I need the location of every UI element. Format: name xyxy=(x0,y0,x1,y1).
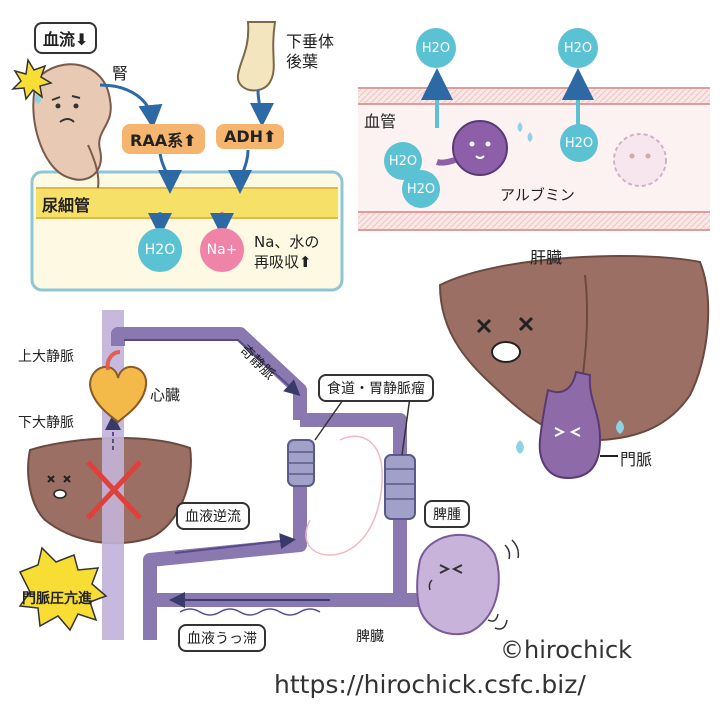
tubule-sodium-bubble: Na+ xyxy=(200,228,244,272)
blood-flow-label: 血流 xyxy=(43,30,76,49)
splenomegaly-label: 脾腫 xyxy=(424,500,470,528)
alert-starburst xyxy=(11,57,53,101)
varix-left xyxy=(287,439,315,487)
reabsorb-label-line2-text: 再吸収 xyxy=(254,253,300,271)
varix-right xyxy=(384,454,416,520)
water-bubble-bound-2-label: H2O xyxy=(406,181,436,197)
reabsorb-label-line1: Na、水の xyxy=(254,233,320,251)
stomach-outline xyxy=(305,435,383,556)
vessel-label: 血管 xyxy=(364,112,397,131)
water-bubble-leaking: H2O xyxy=(560,124,598,162)
spleen-shape xyxy=(416,533,500,636)
reabsorb-up-arrow: ⬆ xyxy=(299,253,312,271)
heart-shape xyxy=(88,365,148,424)
albumin-label: アルブミン xyxy=(500,186,575,204)
water-bubble-escaped-1: H2O xyxy=(416,28,456,68)
raa-label: RAA系 xyxy=(130,131,184,150)
water-bubble-escaped-1-label: H2O xyxy=(421,40,451,56)
water-bubble-leaking-label: H2O xyxy=(564,135,594,151)
tubule-water-label: H2O xyxy=(144,242,176,258)
liver-panel-art xyxy=(438,254,710,480)
pituitary-label-line1: 下垂体 xyxy=(286,32,335,51)
ivc-label: 下大静脈 xyxy=(18,415,74,431)
backflow-label: 血液逆流 xyxy=(176,502,250,530)
blood-flow-box: 血流⬇ xyxy=(34,22,98,54)
portal-vein-shape xyxy=(538,370,602,480)
raa-system-pill: RAA系⬆ xyxy=(122,124,205,154)
blocked-x-mark xyxy=(86,460,142,520)
liver-label: 肝臓 xyxy=(530,248,563,267)
portal-vein-label: 門脈 xyxy=(620,450,653,469)
varices-label: 食道・胃静脈瘤 xyxy=(318,374,434,402)
water-bubble-bound-1-label: H2O xyxy=(388,153,418,169)
albumin-molecule xyxy=(452,120,508,176)
tubule-band xyxy=(36,188,338,218)
tubule-water-bubble: H2O xyxy=(138,228,182,272)
pituitary-shape xyxy=(236,21,277,92)
spleen-label: 脾臓 xyxy=(356,629,384,645)
tubule-label: 尿細管 xyxy=(42,196,91,215)
svc-label: 上大静脈 xyxy=(18,349,74,365)
raa-up-arrow: ⬆ xyxy=(183,131,197,150)
adh-pill: ADH⬆ xyxy=(216,124,285,149)
albumin-ghost xyxy=(613,133,667,187)
pituitary-label-line2: 後葉 xyxy=(286,52,319,71)
portal-htn-label: 門脈圧亢進 xyxy=(22,591,92,607)
pituitary-label: 下垂体 後葉 xyxy=(286,32,334,72)
water-bubble-escaped-2-label: H2O xyxy=(563,40,593,56)
reabsorb-label: Na、水の 再吸収⬆ xyxy=(254,232,319,272)
adh-up-arrow: ⬆ xyxy=(263,127,277,146)
azygos-vein xyxy=(111,327,307,420)
kidney-panel-art xyxy=(11,21,344,292)
liver-shape-right xyxy=(438,254,710,442)
kidney-label: 腎 xyxy=(112,64,129,83)
circulation-art xyxy=(18,310,520,640)
reabsorb-label-line2: 再吸収⬆ xyxy=(254,252,319,272)
portal-htn-burst xyxy=(18,546,108,632)
adh-label: ADH xyxy=(224,127,264,146)
water-bubble-escaped-2: H2O xyxy=(558,28,598,68)
water-bubble-bound-2: H2O xyxy=(402,170,440,208)
tubule-sodium-label: Na+ xyxy=(206,242,238,258)
source-url: https://hirochick.csfc.biz/ xyxy=(274,670,586,699)
heart-label: 心臓 xyxy=(150,386,181,404)
stasis-label: 血液うっ滞 xyxy=(178,624,266,652)
blood-flow-down-arrow: ⬇ xyxy=(75,30,89,49)
copyright-text: ©hirochick xyxy=(500,636,633,664)
